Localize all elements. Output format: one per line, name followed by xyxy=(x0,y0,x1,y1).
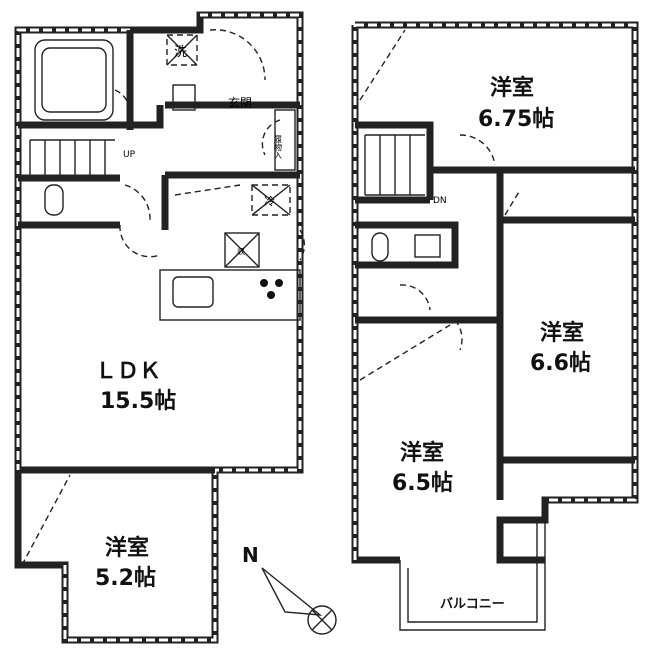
room-675-label: 洋室 xyxy=(490,75,534,101)
stove-icon xyxy=(260,279,283,299)
shoe-storage xyxy=(274,109,296,171)
floor-storage-label: 収 xyxy=(237,246,245,256)
entrance-label: 玄関 xyxy=(228,95,252,110)
floor-storage-hatch xyxy=(224,232,260,268)
stairs-up-label: UP xyxy=(123,150,136,160)
balcony-outline xyxy=(399,520,546,631)
stairs-down-label: DN xyxy=(433,196,447,206)
kitchen-counter xyxy=(159,269,301,321)
toilet-icon xyxy=(44,184,64,216)
stairs-down xyxy=(364,134,425,196)
closet-lines-2 xyxy=(359,29,521,381)
washbasin-icon xyxy=(172,84,196,111)
washer-label: 洗 xyxy=(174,45,187,60)
ldk-label: ＬＤＫ xyxy=(95,359,161,384)
closet-line xyxy=(21,474,71,566)
shoe-storage-label: 履物入 xyxy=(274,135,283,159)
bathtub xyxy=(34,39,114,121)
room-66-size: 6.6帖 xyxy=(530,351,591,376)
door-swing xyxy=(114,29,306,261)
washbasin-icon-2 xyxy=(414,234,441,258)
first-floor-plan xyxy=(14,11,306,644)
door-swing-2 xyxy=(399,134,496,351)
room-65-size: 6.5帖 xyxy=(392,471,453,496)
bedroom-size: 5.2帖 xyxy=(95,566,156,591)
room-65-label: 洋室 xyxy=(400,440,444,466)
north-label: N xyxy=(242,543,259,567)
bedroom-label: 洋室 xyxy=(105,535,149,561)
ldk-size: 15.5帖 xyxy=(100,389,176,414)
second-floor-inner-walls xyxy=(355,121,635,500)
fridge-space xyxy=(251,184,291,216)
fridge-label: 冷 xyxy=(264,195,275,208)
room-675-size: 6.75帖 xyxy=(478,107,554,132)
north-compass-icon: N xyxy=(242,543,337,635)
second-floor-plan xyxy=(351,21,639,631)
first-floor-inner-walls xyxy=(18,30,300,474)
toilet-icon-2 xyxy=(371,232,389,262)
balcony-label: バルコニー xyxy=(440,597,505,612)
room-66-label: 洋室 xyxy=(540,320,584,346)
washer-space xyxy=(166,34,198,66)
stairs-up xyxy=(29,139,115,175)
kitchen-sink-icon xyxy=(172,276,214,308)
